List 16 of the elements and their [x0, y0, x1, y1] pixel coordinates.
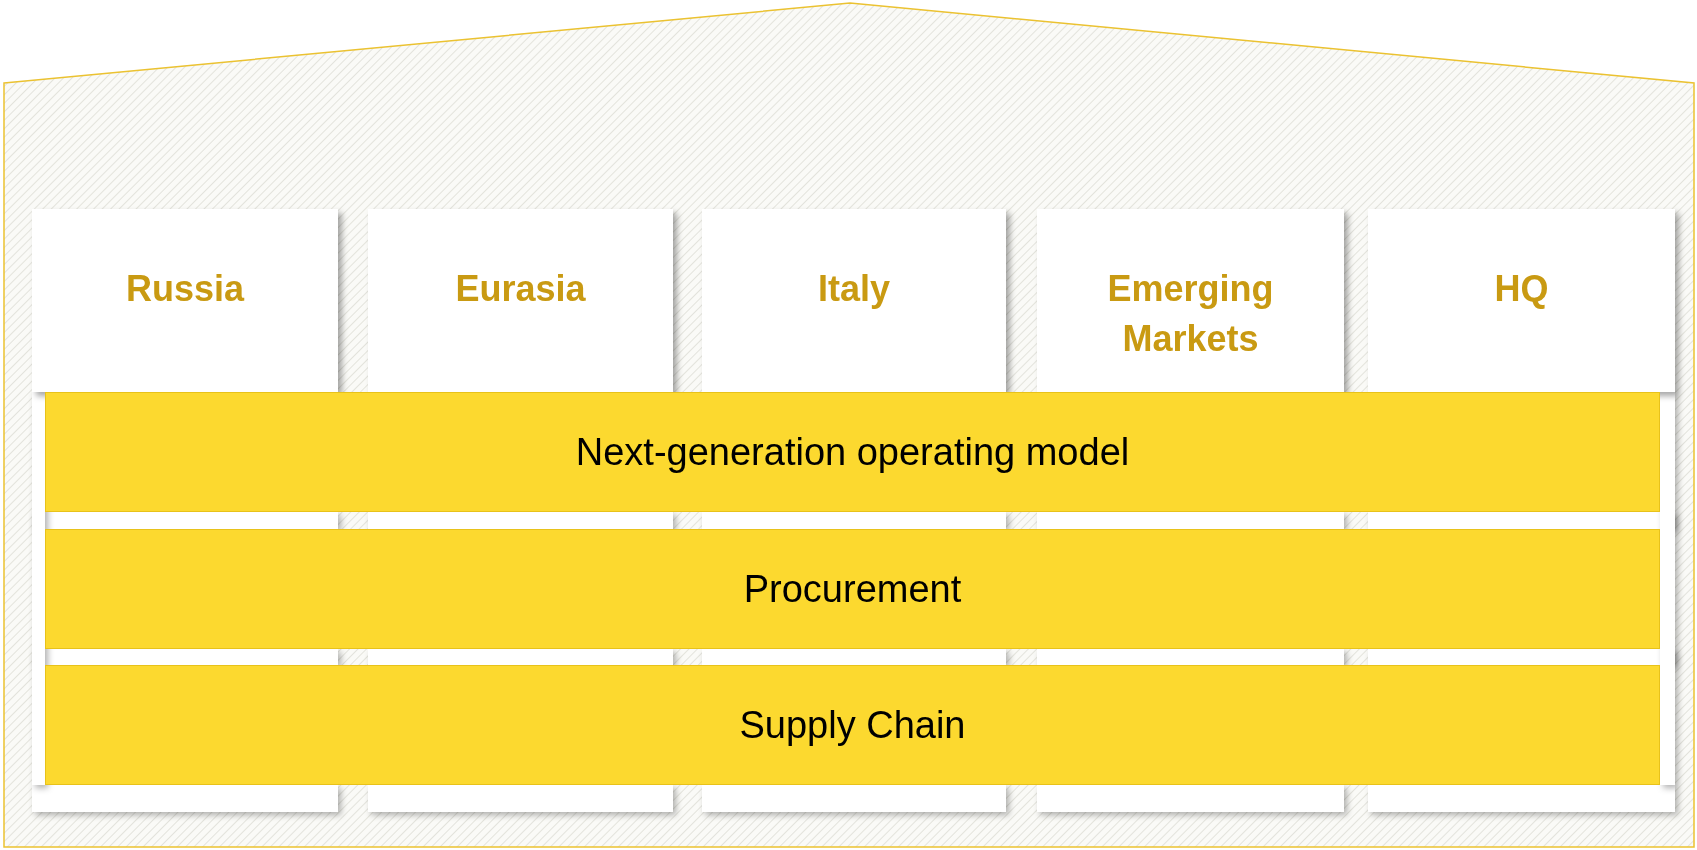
pillar-title: Eurasia [454, 267, 587, 311]
pillar-panel [702, 209, 1006, 392]
pillar-panel [32, 209, 338, 392]
layer-label: Next-generation operating model [575, 430, 1130, 474]
pillar-title: Russia [124, 267, 246, 311]
layer-bar [45, 392, 1660, 512]
pillar-title: Emerging Markets [1106, 267, 1275, 362]
layer-bar [45, 529, 1660, 649]
pillar-title: HQ [1493, 267, 1550, 311]
pillar-panel [1037, 209, 1344, 392]
layer-label: Procurement [743, 567, 962, 611]
pillar-title: Italy [816, 267, 891, 311]
pillar-panel [368, 209, 673, 392]
layer-label: Supply Chain [739, 703, 966, 747]
layer-bar [45, 665, 1660, 785]
pillar-panel [1368, 209, 1675, 392]
